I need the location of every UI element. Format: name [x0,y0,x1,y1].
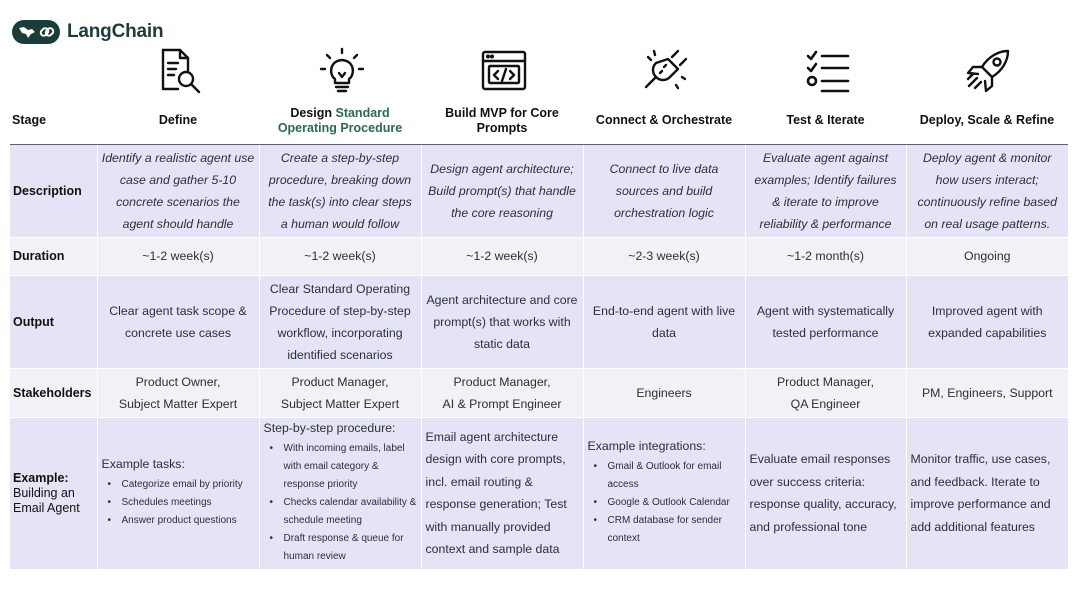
checklist-icon [804,47,852,95]
table-cell: Create a step-by-step procedure, breakin… [258,143,421,237]
table-cell: Example tasks: Categorize email by prior… [96,416,259,569]
document-search-icon [156,47,204,95]
table-cell: Product Manager,Subject Matter Expert [258,367,421,417]
table-cell: Deploy agent & monitor how users interac… [905,143,1068,237]
lightbulb-icon [318,47,366,95]
table-cell: Improved agent with expanded capabilitie… [905,274,1068,368]
bullet-list: With incoming emails, label with email c… [264,440,417,566]
column-header-deploy: Deploy, Scale & Refine [906,98,1068,145]
parrot-icon [18,27,35,38]
langchain-wordmark: LangChain [67,21,164,42]
langchain-logo: LangChain [12,19,164,45]
table-cell: Engineers [582,367,745,417]
list-item: Draft response & queue for human review [264,530,417,566]
row-label: Duration [10,236,97,275]
table-cell: Product Owner,Subject Matter Expert [96,367,259,417]
table-cell: Example integrations: Gmail & Outlook fo… [582,416,745,569]
table-cell: Identify a realistic agent use case and … [96,143,259,237]
column-header-connect: Connect & Orchestrate [583,98,745,145]
table-row-description: Description Identify a realistic agent u… [10,143,1068,237]
list-item: Gmail & Outlook for email access [588,458,741,494]
table-cell: Agent with systematically tested perform… [744,274,906,368]
rocket-icon [964,47,1012,95]
row-label: Example:Building an Email Agent [10,416,97,569]
list-item: Checks calendar availability & schedule … [264,494,417,530]
column-header-define: Define [97,98,259,145]
table-cell: Monitor traffic, use cases, and feedback… [905,416,1068,569]
stage-header: Stage [10,98,97,145]
row-label: Output [10,274,97,368]
list-item: Google & Outlook Calendar [588,494,741,512]
row-label: Stakeholders [10,367,97,417]
table-cell: ~1-2 month(s) [744,236,906,275]
table-row-stakeholders: Stakeholders Product Owner,Subject Matte… [10,367,1068,417]
table-cell: End-to-end agent with live data [582,274,745,368]
table-row-duration: Duration ~1-2 week(s) ~1-2 week(s) ~1-2 … [10,236,1068,275]
list-item: With incoming emails, label with email c… [264,440,417,494]
table-row-example: Example:Building an Email Agent Example … [10,416,1068,569]
chain-link-icon [39,27,54,37]
table-cell: Agent architecture and core prompt(s) th… [420,274,583,368]
header-row: Stage Define Design Standard Operating P… [10,98,1068,145]
table-cell: ~1-2 week(s) [420,236,583,275]
table-cell: Product Manager,AI & Prompt Engineer [420,367,583,417]
table-cell: Clear agent task scope & concrete use ca… [96,274,259,368]
table-cell: Connect to live data sources and build o… [582,143,745,237]
list-item: Categorize email by priority [102,476,255,494]
langchain-logo-mark [12,20,60,44]
table-cell: Product Manager,QA Engineer [744,367,906,417]
table-cell: Email agent architecture design with cor… [420,416,583,569]
bullet-list: Gmail & Outlook for email access Google … [588,458,741,548]
list-item: Answer product questions [102,512,255,530]
table-cell: ~1-2 week(s) [96,236,259,275]
agent-roadmap-table: Stage Define Design Standard Operating P… [10,98,1068,569]
table-cell: Step-by-step procedure: With incoming em… [258,416,421,569]
list-item: CRM database for sender context [588,512,741,548]
column-header-design-sop: Design Standard Operating Procedure [259,98,421,145]
plug-icon [642,47,690,95]
table-cell: ~2-3 week(s) [582,236,745,275]
row-label: Description [10,143,97,237]
table-cell: PM, Engineers, Support [905,367,1068,417]
table-cell: Evaluate email responses over success cr… [744,416,906,569]
column-header-test: Test & Iterate [745,98,906,145]
bullet-list: Categorize email by priority Schedules m… [102,476,255,530]
table-cell: ~1-2 week(s) [258,236,421,275]
list-item: Schedules meetings [102,494,255,512]
table-cell: Design agent architecture; Build prompt(… [420,143,583,237]
table-cell: Evaluate agent against examples; Identif… [744,143,906,237]
accent-text: Standard Operating Procedure [277,105,403,135]
code-window-icon [480,47,528,95]
table-cell: Clear Standard Operating Procedure of st… [258,274,421,368]
column-header-build-mvp: Build MVP for Core Prompts [421,98,583,145]
table-row-output: Output Clear agent task scope & concrete… [10,274,1068,368]
table-cell: Ongoing [905,236,1068,275]
